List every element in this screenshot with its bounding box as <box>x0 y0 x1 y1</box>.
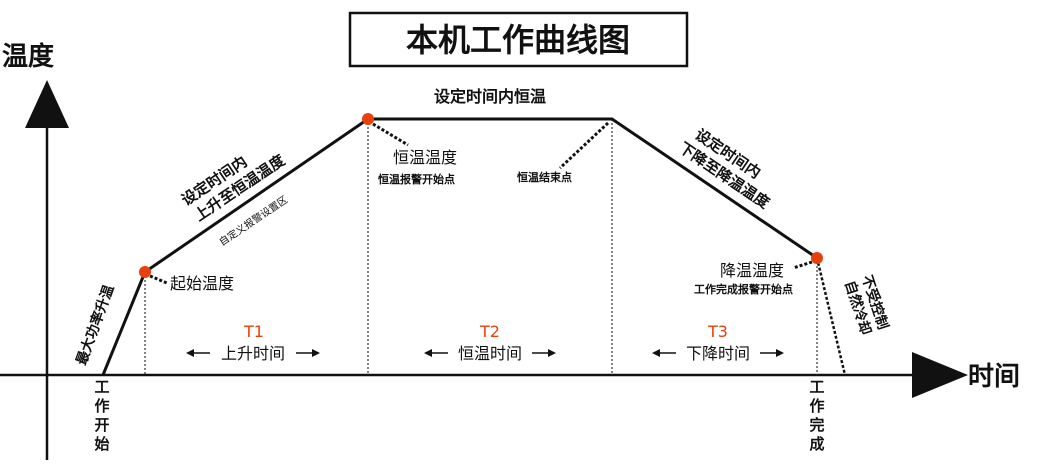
work-finish-label: 工作完成 <box>809 378 824 453</box>
period-t1-label: 上升时间 <box>221 344 285 363</box>
hold-temp-leader <box>372 122 409 147</box>
diagram-title: 本机工作曲线图 <box>406 21 630 59</box>
work-start-label: 工作开始 <box>94 378 109 453</box>
period-t1-arrow <box>186 349 320 357</box>
period-t3-name: T3 <box>707 322 728 341</box>
period-t2-name: T2 <box>479 322 500 341</box>
x-axis-label: 时间 <box>968 362 1020 392</box>
cool-temp-marker <box>811 252 823 264</box>
hold-temp-label: 恒温温度 <box>393 148 457 167</box>
period-t2-arrow <box>424 349 556 357</box>
y-axis-arrow <box>25 80 69 128</box>
cool-temp-label: 降温温度 <box>720 261 784 280</box>
hold-alarm-start-label: 恒温报警开始点 <box>378 172 455 186</box>
period-t2-label: 恒温时间 <box>458 344 522 363</box>
natural-cooling-label: 不受控制 自然冷却 <box>841 273 892 337</box>
start-temp-leader <box>149 274 168 285</box>
period-t3-label: 下降时间 <box>686 344 750 363</box>
natural-cooling-line <box>815 257 847 376</box>
title-box <box>348 11 689 68</box>
hold-temp-marker <box>362 113 374 125</box>
start-temp-marker <box>139 266 151 278</box>
start-temp-label: 起始温度 <box>170 274 234 293</box>
y-axis-label: 温度 <box>2 41 54 72</box>
hold-end-label: 恒温结束点 <box>517 170 572 184</box>
hold-label: 设定时间内恒温 <box>434 87 546 106</box>
x-axis-arrow <box>912 352 968 398</box>
period-t3-arrow <box>652 349 784 357</box>
cool-temp-leader <box>792 260 813 270</box>
hold-end-leader <box>558 121 610 170</box>
done-alarm-start-label: 工作完成报警开始点 <box>694 282 793 296</box>
period-t1-name: T1 <box>243 322 264 341</box>
